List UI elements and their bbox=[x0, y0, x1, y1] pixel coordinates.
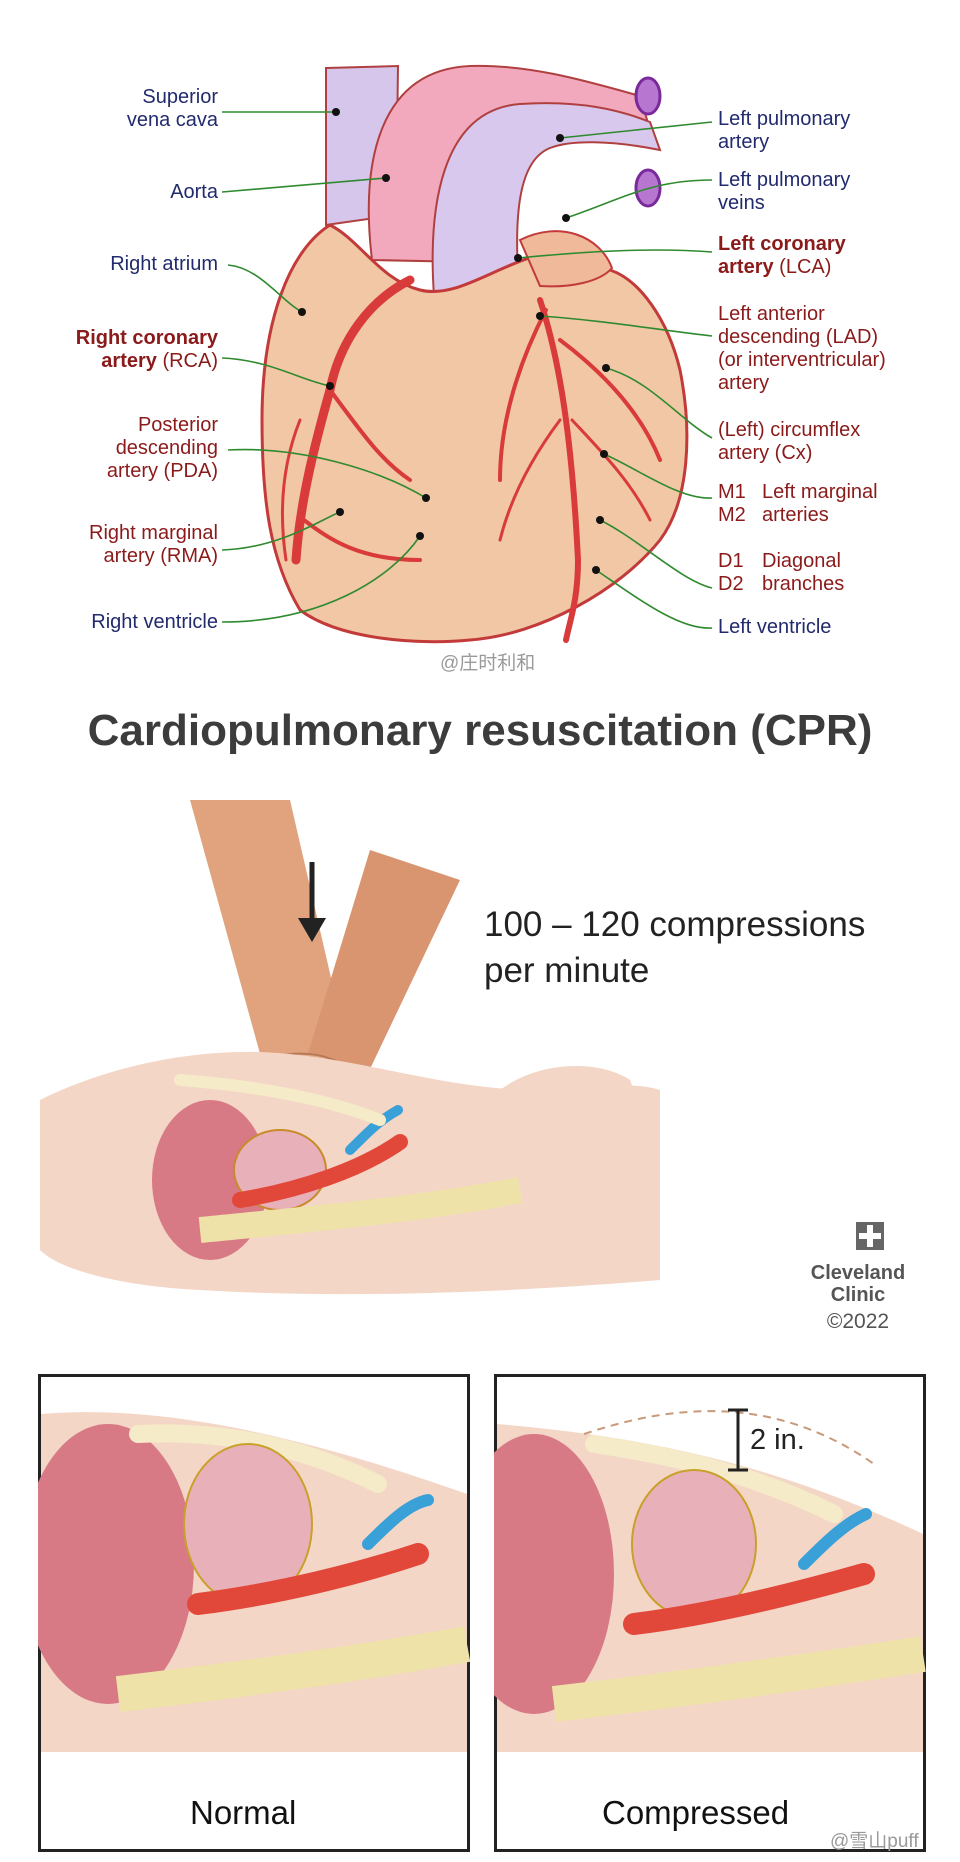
patient-spine bbox=[198, 1177, 523, 1243]
left-atrium bbox=[518, 230, 614, 288]
pulmonary-vein-upper bbox=[634, 76, 662, 116]
heart-diagram bbox=[221, 64, 713, 644]
watermark-bottom: @雪山puff bbox=[830, 1831, 919, 1852]
compression-depth: 2 in. bbox=[750, 1424, 805, 1456]
coronary-arteries bbox=[281, 275, 662, 643]
panel-compressed bbox=[494, 1374, 926, 1852]
label-left-coronary-artery: Left coronary artery (LCA) bbox=[718, 233, 846, 278]
label-right-ventricle: Right ventricle bbox=[91, 611, 218, 633]
rescuer-arm-right bbox=[300, 850, 460, 1090]
label-right-atrium: Right atrium bbox=[110, 253, 218, 275]
cpr-title: Cardiopulmonary resuscitation (CPR) bbox=[87, 706, 873, 755]
leader-dots bbox=[298, 108, 610, 574]
depth-bracket bbox=[728, 1408, 748, 1472]
patient-sternum bbox=[174, 1074, 386, 1126]
cleveland-clinic-logo bbox=[856, 1222, 884, 1250]
cpr-illustration bbox=[40, 800, 884, 1295]
compression-arrow-head bbox=[298, 918, 326, 942]
panel-normal-caption: Normal bbox=[190, 1794, 297, 1831]
label-right-coronary-artery: Right coronary artery (RCA) bbox=[75, 327, 218, 372]
panel-normal bbox=[38, 1374, 470, 1852]
pulmonary-artery bbox=[431, 102, 662, 302]
patient-vessel-blue bbox=[345, 1105, 403, 1155]
heart-body bbox=[260, 223, 689, 644]
rescuer-arm-left bbox=[190, 800, 350, 1090]
label-left-ventricle: Left ventricle bbox=[718, 616, 832, 638]
panel-compressed-caption: Compressed bbox=[602, 1794, 790, 1831]
watermark-top: @庄时利和 bbox=[440, 653, 536, 674]
label-aorta: Aorta bbox=[170, 181, 218, 203]
cleveland-clinic-year: ©2022 bbox=[826, 1310, 890, 1333]
patient-head bbox=[500, 1066, 632, 1130]
patient-aorta bbox=[232, 1134, 408, 1208]
leader-lines bbox=[221, 111, 713, 629]
